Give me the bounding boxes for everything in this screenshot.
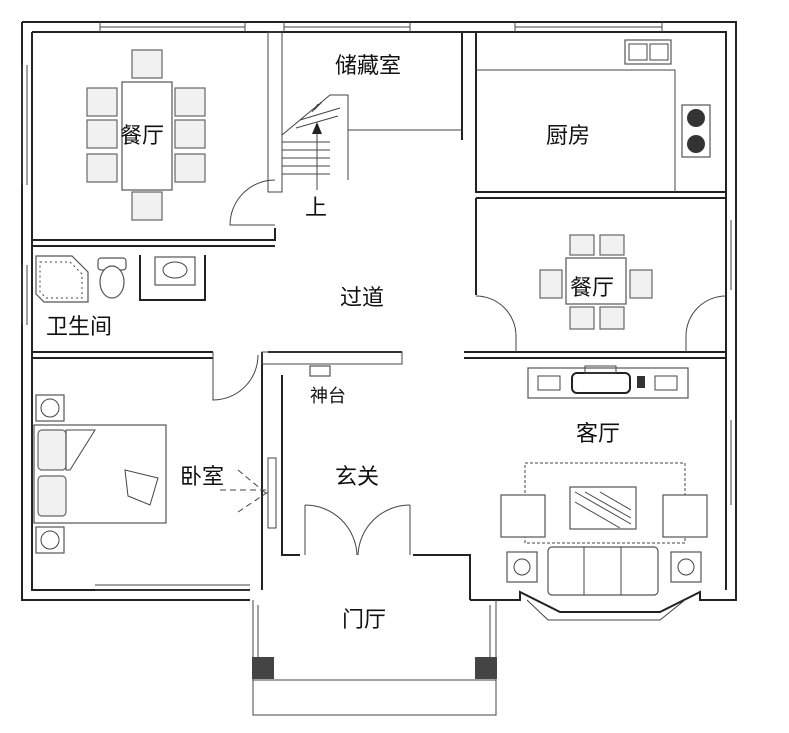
- label-corridor: 过道: [340, 286, 384, 311]
- doors: [212, 179, 727, 556]
- dining-table-right: [539, 234, 653, 330]
- label-entry: 玄关: [335, 465, 379, 490]
- living-room-furniture: [500, 462, 708, 621]
- bathroom-fixtures: [35, 255, 196, 303]
- label-shrine: 神台: [310, 386, 346, 407]
- label-storage: 储藏室: [335, 54, 401, 79]
- dining-table-upper: [86, 49, 206, 221]
- label-bedroom: 卧室: [180, 465, 224, 490]
- room-labels: 储藏室 餐厅 厨房 上 过道 卫生间 餐厅 神台 客厅 卧室 玄关 门厅: [46, 54, 620, 633]
- interior-walls: [32, 31, 726, 716]
- shrine-cabinet: [309, 365, 689, 399]
- label-bathroom: 卫生间: [46, 315, 112, 340]
- label-stair-up: 上: [305, 196, 327, 221]
- label-dining-right: 餐厅: [570, 276, 614, 301]
- label-dining-upper-left: 餐厅: [120, 124, 164, 149]
- kitchen-fixtures: [624, 39, 711, 158]
- label-living-room: 客厅: [576, 422, 620, 447]
- bedroom-furniture: [33, 394, 250, 591]
- label-kitchen: 厨房: [546, 124, 590, 149]
- stairs: [281, 94, 349, 190]
- label-foyer: 门厅: [342, 608, 386, 633]
- outer-walls: [21, 21, 737, 613]
